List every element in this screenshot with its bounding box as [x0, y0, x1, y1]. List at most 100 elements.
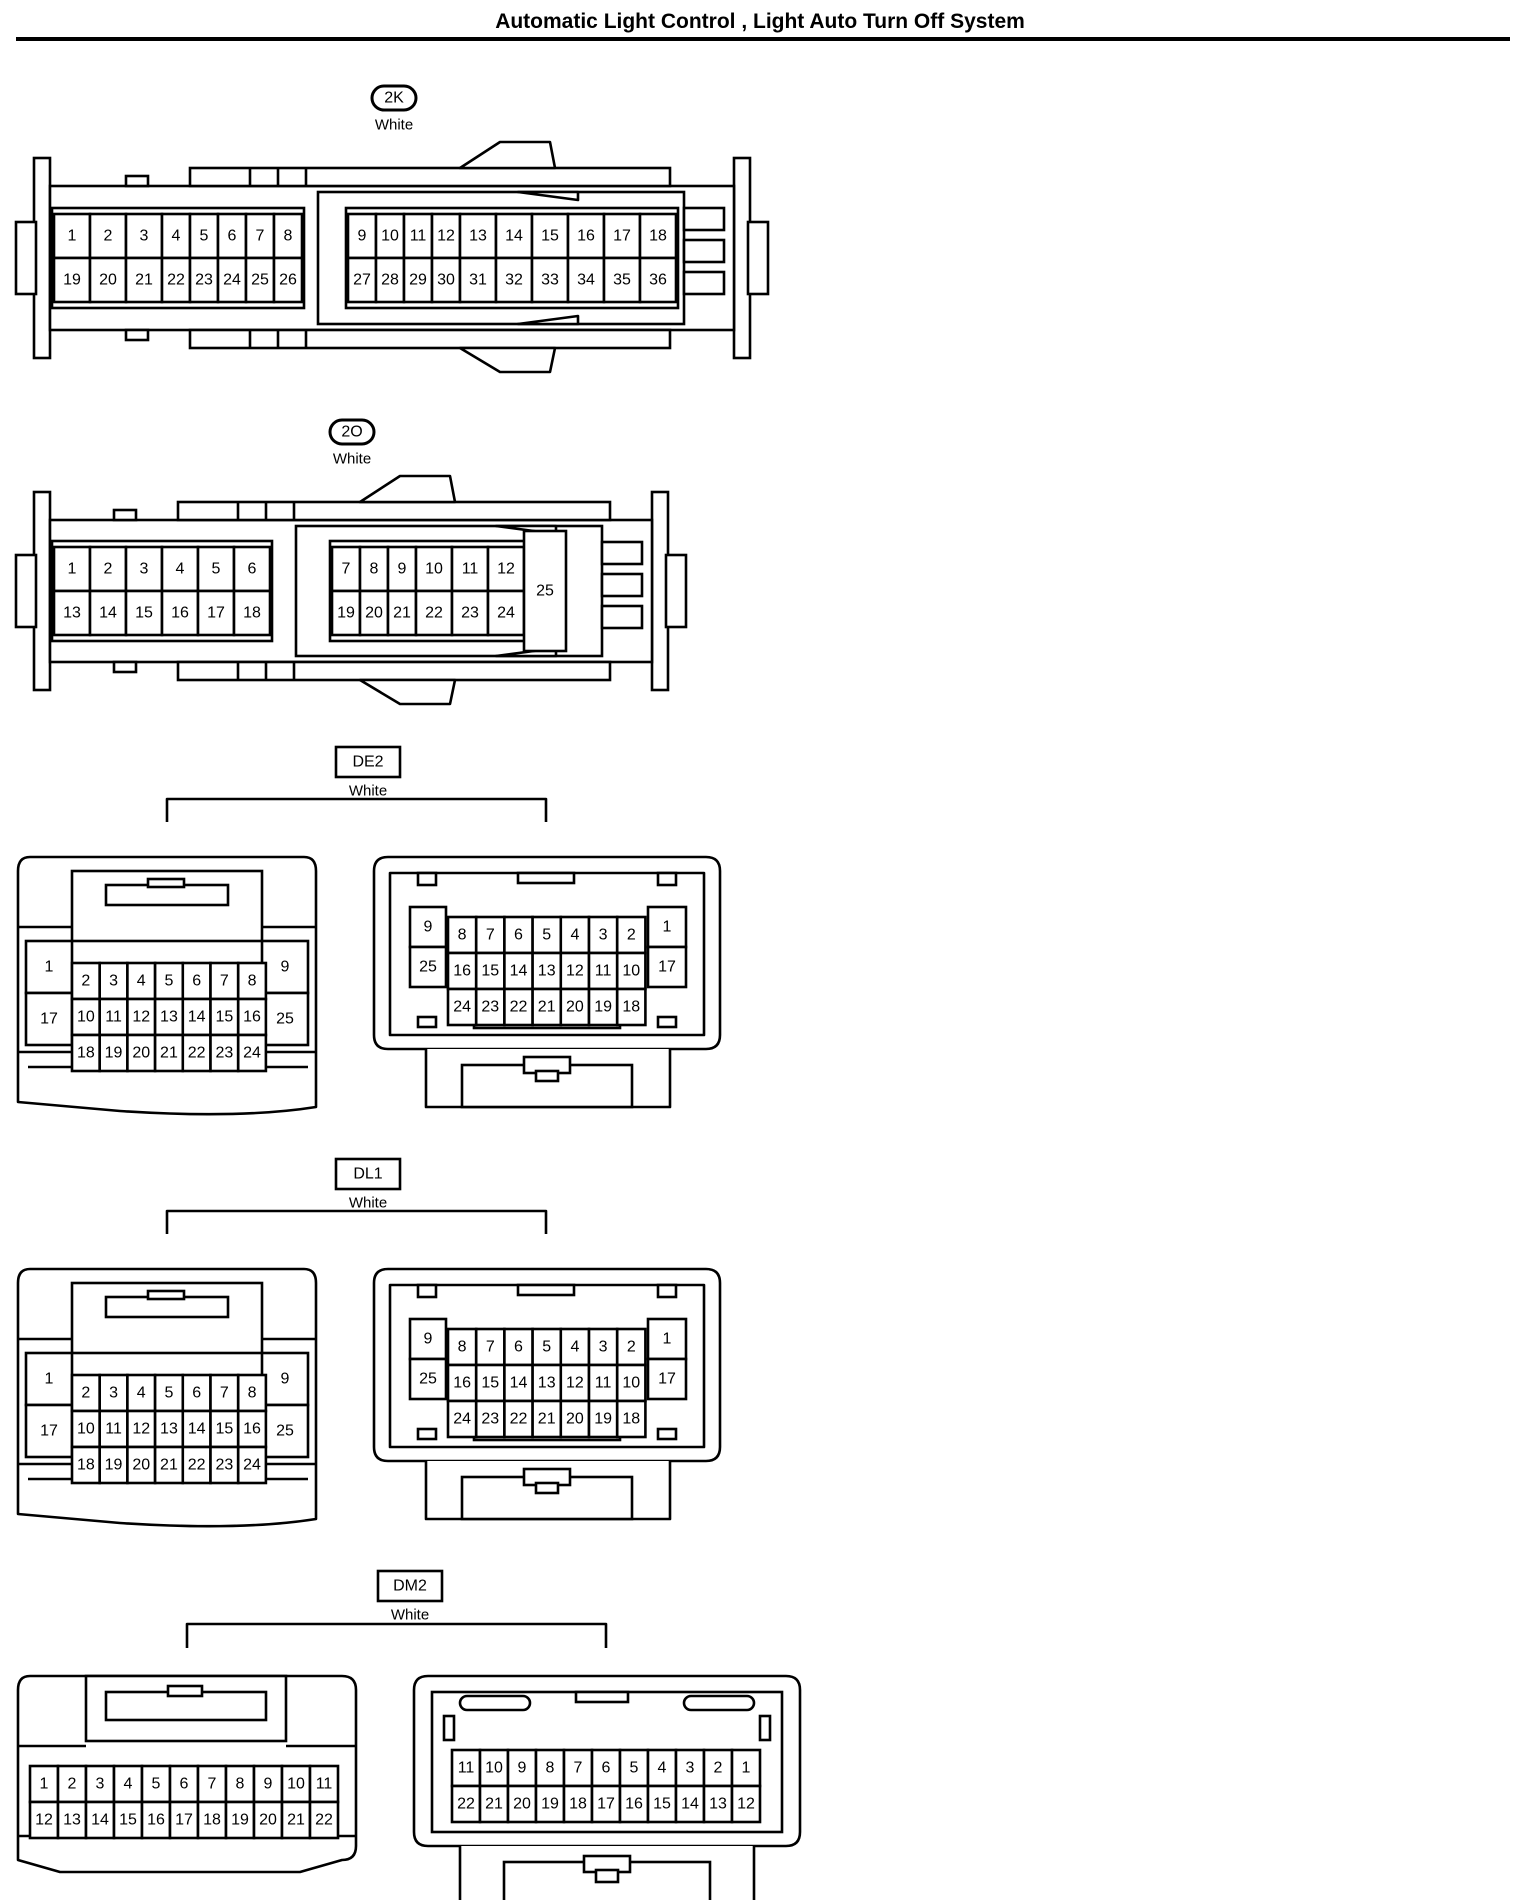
- female-key: [416, 871, 438, 887]
- pin: 14: [181, 997, 212, 1037]
- pin-cell: [590, 1748, 622, 1788]
- pin: 11: [587, 951, 619, 991]
- pairing-bracket: [165, 1209, 548, 1234]
- pin-label: 7: [342, 561, 351, 578]
- pin-cell: [196, 1800, 228, 1840]
- pin: 20: [506, 1784, 538, 1824]
- pin-label: 7: [256, 228, 265, 245]
- pin-cell: [236, 997, 268, 1037]
- pin-cell: [346, 256, 378, 304]
- pin-label: 14: [510, 963, 528, 980]
- pin-label: 8: [458, 1339, 467, 1356]
- pin-cell: [280, 1764, 312, 1804]
- pin: 6: [216, 212, 248, 260]
- pin: 6: [168, 1764, 200, 1804]
- pin: 11: [308, 1764, 340, 1804]
- pin-cell: [160, 545, 200, 593]
- pin-label: 19: [105, 1045, 123, 1062]
- pin: 25: [260, 1403, 310, 1459]
- pin-cell: [209, 1445, 240, 1485]
- pin: 20: [559, 987, 591, 1027]
- pin-cell: [112, 1800, 144, 1840]
- pin: 14: [84, 1800, 116, 1840]
- pin: 17: [602, 212, 642, 260]
- pin-label: 22: [510, 1411, 528, 1428]
- pin-label: 20: [132, 1045, 150, 1062]
- pin-cell: [196, 589, 236, 637]
- pin-label: 16: [243, 1009, 261, 1026]
- pin: 23: [209, 1445, 240, 1485]
- pin-cell: [24, 939, 74, 995]
- pin: 7: [196, 1764, 228, 1804]
- pin: 21: [531, 1399, 563, 1439]
- pin-label: 20: [132, 1457, 150, 1474]
- pin-label: 24: [223, 272, 241, 289]
- pairing-bracket: [185, 1622, 608, 1648]
- pin-cell: [587, 1399, 619, 1439]
- female-key: [574, 1690, 630, 1704]
- bottom-rib: [176, 660, 612, 682]
- pin-label: 20: [365, 605, 383, 622]
- pin: 18: [638, 212, 678, 260]
- pin-cell: [126, 961, 157, 1001]
- pin: 13: [702, 1784, 734, 1824]
- pin-cell: [126, 1033, 157, 1073]
- pin-label: 8: [370, 561, 379, 578]
- pin-label: 18: [622, 999, 640, 1016]
- pin: 16: [618, 1784, 650, 1824]
- pin: 18: [196, 1800, 228, 1840]
- latch-top: [458, 140, 557, 170]
- pin-label: 5: [542, 1339, 551, 1356]
- pin: 24: [446, 987, 478, 1027]
- connector-id: DL1: [353, 1166, 382, 1183]
- pin-label: 17: [207, 605, 225, 622]
- pin-label: 3: [96, 1776, 105, 1793]
- pin-cell: [358, 545, 390, 593]
- pin: 20: [252, 1800, 284, 1840]
- title-rule: [16, 37, 1510, 41]
- pin-cell: [503, 1399, 534, 1439]
- pin-label: 16: [453, 963, 471, 980]
- pin-cell: [534, 1784, 566, 1824]
- bottom-notch: [124, 328, 150, 342]
- pin-cell: [236, 1033, 268, 1073]
- pin: 10: [478, 1748, 510, 1788]
- pin-cell: [587, 1363, 619, 1403]
- pin-label: 10: [77, 1009, 95, 1026]
- pin-label: 13: [538, 1375, 556, 1392]
- pin-cell: [674, 1748, 706, 1788]
- pin: 9: [252, 1764, 284, 1804]
- pin-label: 1: [663, 919, 672, 936]
- pin: 2: [702, 1748, 734, 1788]
- pin: 9: [260, 1351, 310, 1407]
- pin-label: 11: [462, 561, 479, 578]
- pin-label: 21: [538, 999, 556, 1016]
- pin: 11: [402, 212, 434, 260]
- pin-label: 19: [337, 605, 355, 622]
- pin-cell: [506, 1748, 538, 1788]
- pin: 4: [559, 1327, 591, 1367]
- pin: 8: [224, 1764, 256, 1804]
- pin: 12: [559, 951, 591, 991]
- pin-label: 15: [215, 1421, 233, 1438]
- pin: 25: [244, 256, 276, 304]
- pin-label: 17: [597, 1796, 615, 1813]
- pin-label: 10: [381, 228, 399, 245]
- pin-label: 11: [105, 1009, 122, 1026]
- pin-label: 18: [77, 1457, 95, 1474]
- pin-label: 15: [481, 963, 499, 980]
- pin: 19: [330, 589, 362, 637]
- pin-label: 22: [188, 1457, 206, 1474]
- pin-cell: [236, 1445, 268, 1485]
- pin-cell: [446, 1399, 478, 1439]
- pin-cell: [450, 589, 490, 637]
- guide-bottom: [516, 314, 580, 326]
- pin-label: 12: [132, 1009, 150, 1026]
- pin: 3: [98, 961, 129, 1001]
- pin-label: 16: [171, 605, 189, 622]
- pin-cell: [84, 1800, 116, 1840]
- pin: 14: [494, 212, 534, 260]
- pin-label: 4: [570, 1339, 579, 1356]
- pin: 19: [52, 256, 92, 304]
